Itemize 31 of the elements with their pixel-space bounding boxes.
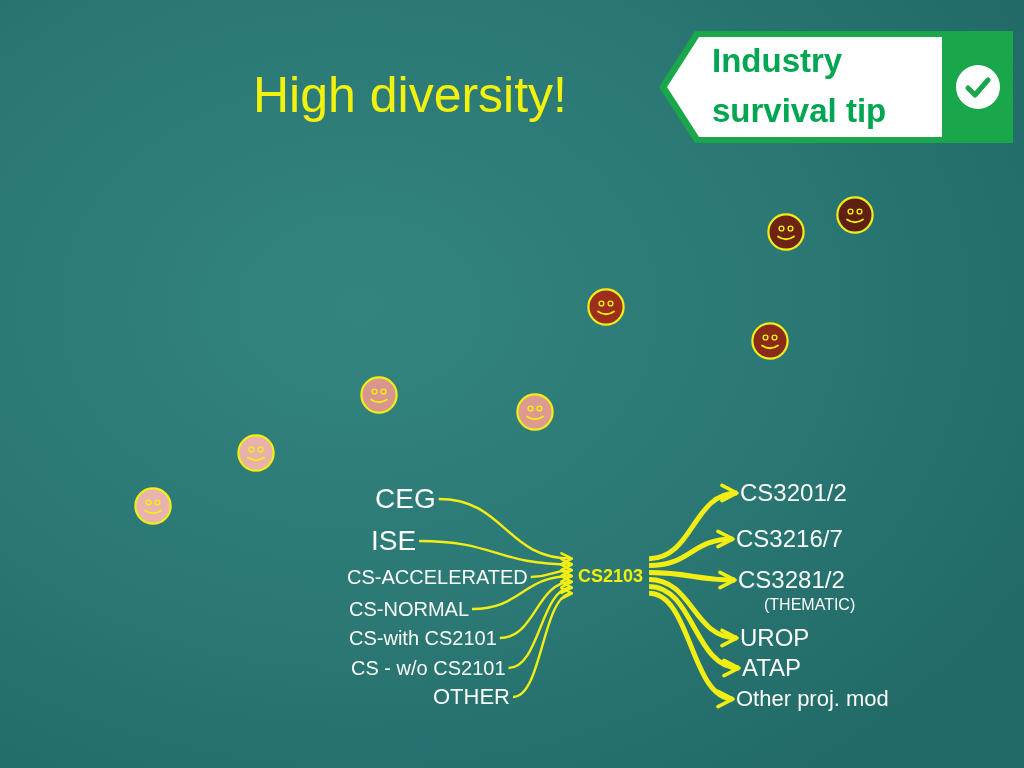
module-code-label: CS2103 (572, 555, 650, 597)
handwritten-label: CEG (372, 482, 439, 516)
handwritten-label: CS - w/o CS2101 (348, 656, 509, 680)
arrow (499, 576, 574, 640)
arrow (649, 570, 737, 590)
arrow (419, 539, 574, 571)
tag-text: Industry survival tip (712, 41, 888, 131)
arrow (648, 577, 739, 646)
handwritten-label: OTHER (430, 684, 513, 710)
handwritten-label: CS3201/2 (737, 479, 850, 507)
handwritten-label: UROP (737, 624, 813, 652)
arrow (648, 583, 741, 675)
handwritten-label: CS3216/7 (733, 525, 846, 553)
arrow (508, 583, 574, 670)
handwritten-label: Other proj. mod (733, 686, 892, 712)
handwritten-label: CS-NORMAL (346, 597, 472, 621)
handwritten-label: CS-with CS2101 (346, 626, 500, 650)
arrow (648, 590, 735, 706)
handwritten-label: CS-ACCELERATED (344, 565, 531, 589)
tag-sign (658, 30, 1014, 144)
handwritten-label: ATAP (739, 654, 805, 682)
arrow (530, 563, 574, 579)
arrow (471, 570, 574, 611)
slide-title: High diversity! (253, 67, 567, 125)
note-label: (THEMATIC) (764, 595, 856, 615)
arrow (648, 530, 735, 569)
handwritten-label: ISE (368, 524, 420, 558)
arrow (512, 590, 574, 699)
arrow (648, 485, 739, 562)
handwritten-label: CS3281/2 (735, 566, 848, 594)
arrow (438, 497, 574, 565)
